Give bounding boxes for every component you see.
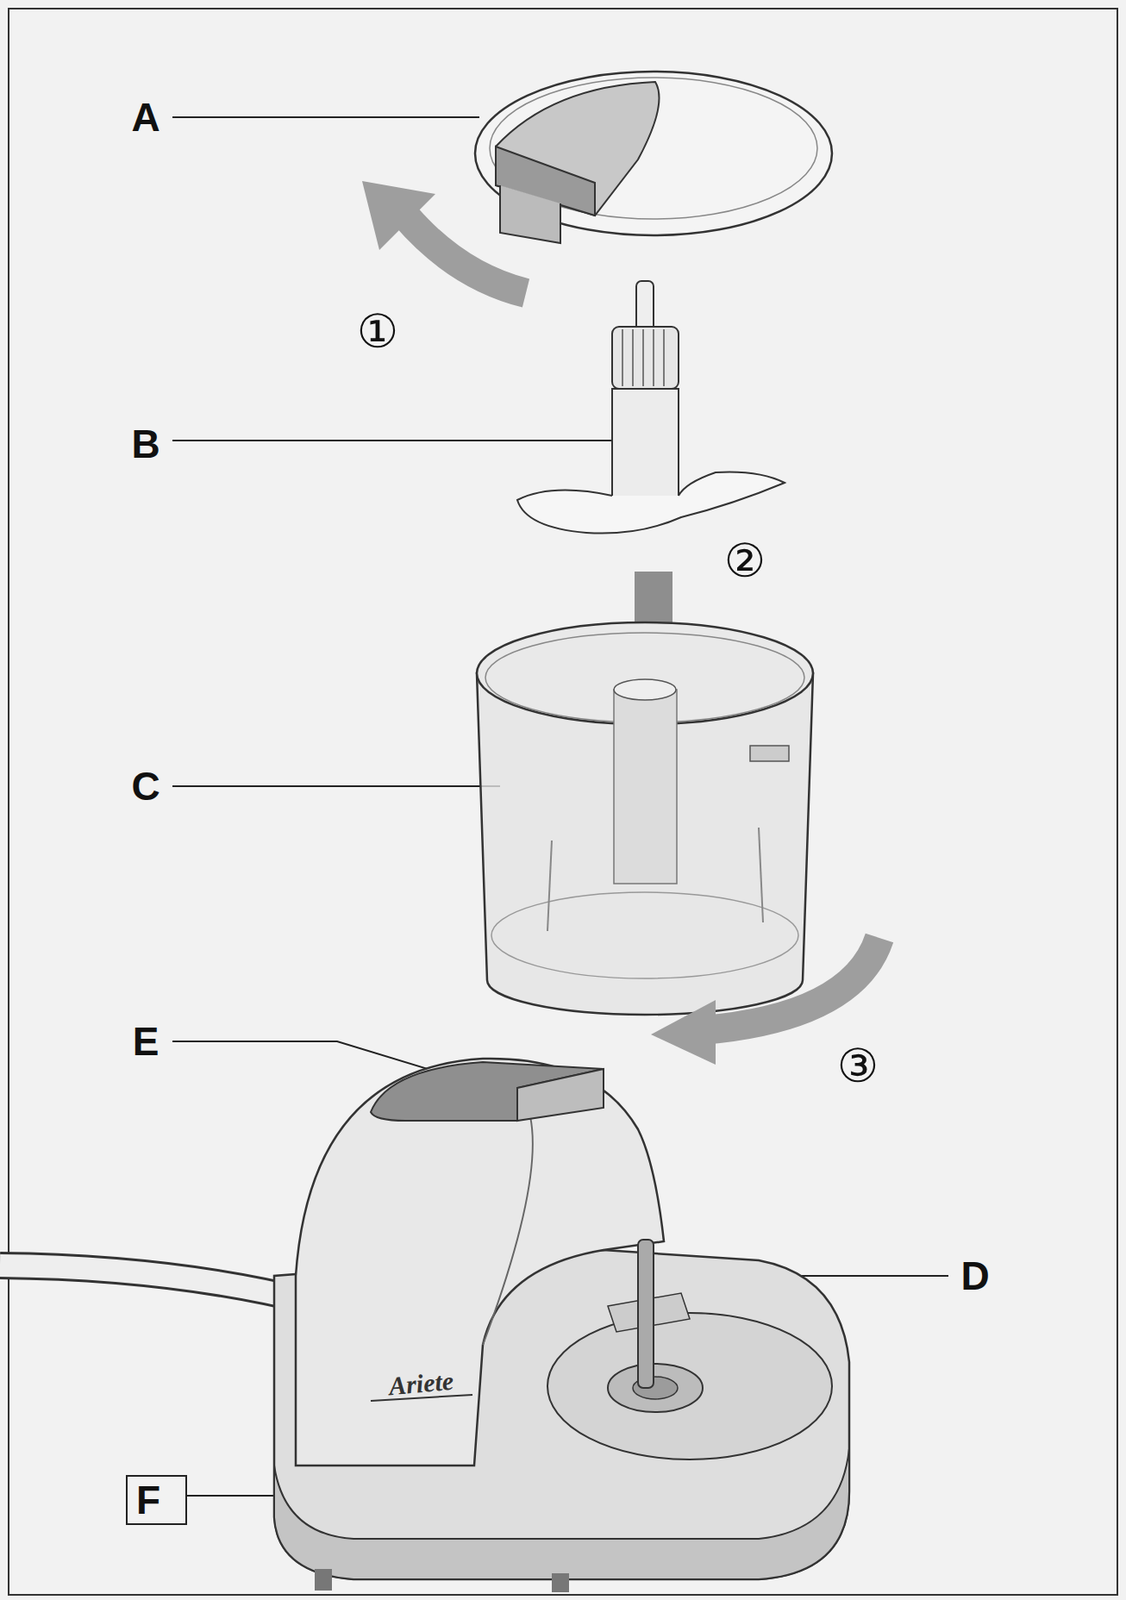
callout-number: ②: [724, 537, 766, 585]
callout-number: ①: [356, 308, 399, 356]
brand-logo: Ariete: [387, 1368, 454, 1400]
boxed-part-letter: F: [125, 1475, 188, 1526]
part-letter: D: [960, 1256, 989, 1296]
part-letter: F: [136, 1480, 177, 1521]
part-letter: C: [131, 766, 160, 807]
part-letter: B: [131, 424, 160, 464]
part-letter: E: [132, 1021, 160, 1062]
callout-number: ③: [837, 1043, 879, 1090]
part-letter: A: [131, 97, 160, 138]
